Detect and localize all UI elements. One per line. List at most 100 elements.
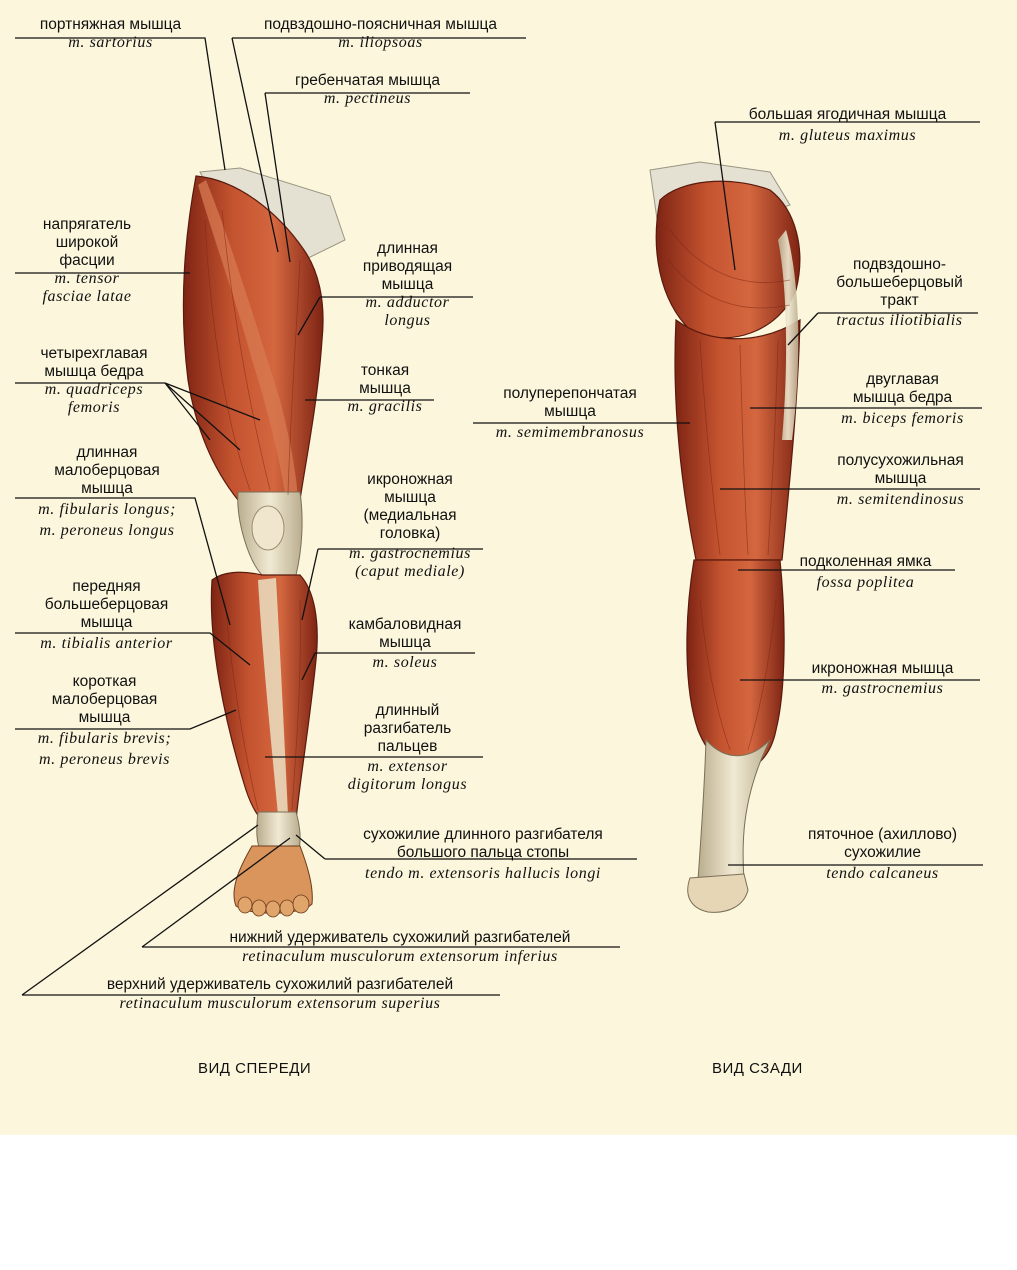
label-tib-ant-ru-3: мышца xyxy=(80,614,133,631)
label-semimem-ru-1: полуперепончатая xyxy=(503,385,637,402)
label-achilles-ru-2: сухожилие xyxy=(844,844,921,861)
label-ret-inf-ru: нижний удерживатель сухожилий разгибател… xyxy=(229,929,571,946)
plate-background xyxy=(0,0,1017,1135)
label-poplit-la: fossa poplitea xyxy=(816,574,915,591)
label-quadriceps-ru-1: четырехглавая xyxy=(40,345,148,362)
label-gastroc-med-la-2: (caput mediale) xyxy=(355,563,465,580)
label-semimembranosus: полуперепончатая мышца m. semimembranosu… xyxy=(470,385,670,442)
label-achilles-ru-1: пяточное (ахиллово) xyxy=(807,826,958,843)
label-fib-brev-ru-1: короткая xyxy=(72,673,137,690)
label-sartorius: портняжная мышца m. sartorius xyxy=(18,16,203,52)
label-fibularis-longus: длинная малоберцовая мышца m. fibularis … xyxy=(12,444,202,540)
label-gastroc-med-ru-3: (медиальная xyxy=(363,507,457,524)
label-itt-ru-2: большеберцовый xyxy=(836,274,963,291)
back-thigh xyxy=(674,318,801,561)
label-semiten-ru-2: мышца xyxy=(874,470,927,487)
label-adductor-ru-2: приводящая xyxy=(362,258,453,275)
label-glut-la: m. gluteus maximus xyxy=(778,127,917,144)
label-semitendinosus: полусухожильная мышца m. semitendinosus xyxy=(808,452,993,509)
back-fibers xyxy=(667,229,791,751)
patella xyxy=(251,505,285,551)
label-retinaculum-inferius: нижний удерживатель сухожилий разгибател… xyxy=(160,929,640,966)
label-quadriceps-la-2: femoris xyxy=(67,399,121,416)
label-extensor-hallucis: сухожилие длинного разгибателя большого … xyxy=(318,826,648,883)
leader-ret-sup xyxy=(21,824,500,996)
label-biceps-ru-2: мышца бедра xyxy=(852,389,953,406)
leader-quadriceps xyxy=(15,382,261,451)
label-tib-ant-la: m. tibialis anterior xyxy=(40,635,173,652)
label-sartorius-la: m. sartorius xyxy=(68,34,153,51)
label-semiten-ru-1: полусухожильная xyxy=(837,452,964,469)
label-ext-hal-ru-2: большого пальца стопы xyxy=(396,844,570,861)
label-soleus: камбаловидная мышца m. soleus xyxy=(330,616,480,672)
label-iliopsoas-ru: подвздошно-поясничная мышца xyxy=(263,16,498,33)
label-iliopsoas-la: m. iliopsoas xyxy=(338,34,423,51)
front-leg xyxy=(182,167,346,918)
label-achilles-tendon: пяточное (ахиллово) сухожилие tendo calc… xyxy=(775,826,990,883)
label-itt-la: tractus iliotibialis xyxy=(836,312,963,329)
achilles-tendon xyxy=(697,738,771,881)
label-pectineus: гребенчатая мышца m. pectineus xyxy=(270,72,465,108)
label-itt-ru-1: подвздошно- xyxy=(853,256,946,273)
label-tfl: напрягатель широкой фасции m. tensor fas… xyxy=(12,216,162,306)
label-adductor-ru-1: длинная xyxy=(377,240,438,257)
label-biceps-femoris: двуглавая мышца бедра m. biceps femoris xyxy=(815,371,990,428)
label-achilles-la: tendo calcaneus xyxy=(826,865,939,882)
label-quadriceps-la-1: m. quadriceps xyxy=(44,381,144,398)
label-tib-ant-ru-1: передняя xyxy=(72,578,141,595)
leader-itt xyxy=(787,312,978,346)
leader-tib-ant xyxy=(15,632,251,666)
label-adductor-la-2: longus xyxy=(384,312,431,329)
label-ret-sup-la: retinaculum musculorum extensorum superi… xyxy=(119,995,441,1012)
label-adductor-la-1: m. adductor xyxy=(365,294,450,311)
leg-muscles-figure xyxy=(15,37,983,996)
front-shin xyxy=(210,571,318,821)
tibia-surface xyxy=(258,578,288,815)
label-ext-dig-la-2: digitorum longus xyxy=(347,776,468,793)
label-gracilis-la: m. gracilis xyxy=(347,398,423,415)
label-iliopsoas: подвздошно-поясничная мышца m. iliopsoas xyxy=(228,16,533,52)
label-pectineus-ru: гребенчатая мышца xyxy=(295,72,440,89)
label-gluteus-maximus: большая ягодичная мышца m. gluteus maxim… xyxy=(705,106,990,145)
leader-ext-hal xyxy=(295,834,637,860)
leader-sartorius xyxy=(15,37,226,171)
label-extensor-digitorum: длинный разгибатель пальцев m. extensor … xyxy=(330,702,485,794)
label-tfl-la-1: m. tensor xyxy=(54,270,120,287)
label-ext-dig-la-1: m. extensor xyxy=(367,758,448,775)
label-fib-brev-la-2: m. peroneus brevis xyxy=(39,751,170,768)
label-sartorius-ru: портняжная мышца xyxy=(39,16,182,33)
label-fib-long-la-1: m. fibularis longus; xyxy=(38,501,176,518)
label-gastroc-med-ru-1: икроножная xyxy=(367,471,453,488)
back-heel xyxy=(687,873,749,913)
leader-glut xyxy=(714,121,980,271)
label-fib-brev-ru-3: мышца xyxy=(78,709,131,726)
label-tfl-ru-1: напрягатель xyxy=(42,216,132,233)
label-biceps-la: m. biceps femoris xyxy=(841,410,964,427)
label-glut-ru: большая ягодичная мышца xyxy=(748,106,947,123)
label-popliteal-fossa: подколенная ямка fossa poplitea xyxy=(773,553,958,592)
label-ext-dig-ru-2: разгибатель xyxy=(363,720,452,737)
leader-gastroc-med xyxy=(301,548,483,621)
label-gracilis-ru-2: мышца xyxy=(359,380,411,397)
caption-back-view: ВИД СЗАДИ xyxy=(712,1060,803,1077)
caption-front-view: ВИД СПЕРЕДИ xyxy=(198,1060,312,1077)
label-ext-hal-la: tendo m. extensoris hallucis longi xyxy=(365,865,601,882)
label-semiten-la: m. semitendinosus xyxy=(836,491,965,508)
toes xyxy=(237,894,310,918)
leader-lines xyxy=(15,37,983,996)
label-soleus-la: m. soleus xyxy=(372,654,438,671)
label-tib-ant-ru-2: большеберцовая xyxy=(44,596,169,613)
label-tfl-la-2: fasciae latae xyxy=(42,288,132,305)
label-soleus-ru-1: камбаловидная xyxy=(348,616,462,633)
label-gastroc-med-ru-2: мышца xyxy=(384,489,436,506)
label-gastrocnemius: икроножная мышца m. gastrocnemius xyxy=(775,660,990,698)
label-tfl-ru-3: фасции xyxy=(59,252,115,269)
leader-iliopsoas xyxy=(231,37,526,253)
label-semimem-la: m. semimembranosus xyxy=(495,424,645,441)
label-retinaculum-superius: верхний удерживатель сухожилий разгибате… xyxy=(40,976,520,1013)
label-fib-long-ru-1: длинная xyxy=(76,444,138,461)
label-gastroc-med-la-1: m. gastrocnemius xyxy=(349,545,471,562)
label-fib-long-la-2: m. peroneus longus xyxy=(39,522,175,539)
back-leg xyxy=(649,161,801,913)
label-ext-hal-ru-1: сухожилие длинного разгибателя xyxy=(363,826,603,843)
